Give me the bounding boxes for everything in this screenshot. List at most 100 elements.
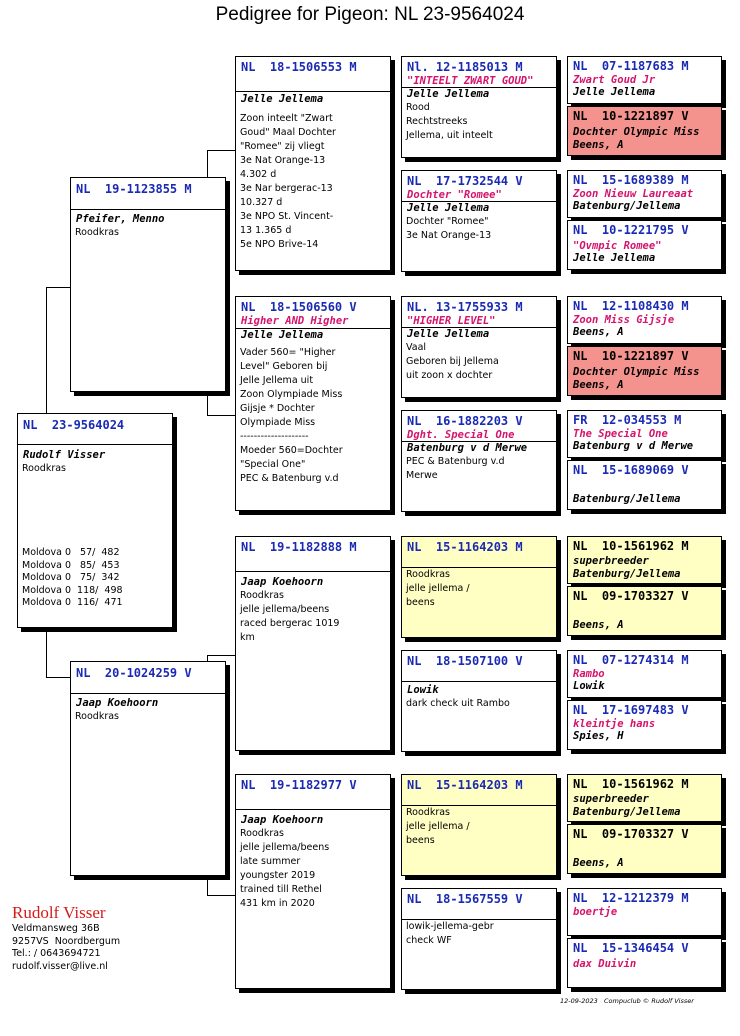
note-line: Moeder 560=Dochter bbox=[240, 445, 343, 456]
ggp-card-fmm[interactable]: NL 16-1882203 V Dght. Special One Batenb… bbox=[401, 410, 557, 512]
owner-name: Jelle Jellema bbox=[407, 202, 490, 214]
note-line: Goud" Maal Dochter bbox=[240, 127, 336, 138]
divider bbox=[71, 209, 225, 210]
note-line: Vaal bbox=[406, 342, 427, 353]
pigeon-name: Dght. Special One bbox=[407, 429, 515, 441]
ring-number: NL 23-9564024 bbox=[23, 418, 125, 432]
gggp-card-1[interactable]: NL 07-1187683 M Zwart Goud Jr Jelle Jell… bbox=[567, 56, 722, 104]
note-line: 13 1.365 d bbox=[240, 225, 292, 236]
subject-card[interactable]: NL 23-9564024 Rudolf Visser Roodkras Mol… bbox=[17, 413, 173, 628]
granddam-maternal-card[interactable]: NL 19-1182977 V Jaap Koehoorn Roodkras j… bbox=[235, 774, 391, 989]
ggp-card-mmf[interactable]: NL 15-1164203 M Roodkras jelle jellema /… bbox=[401, 774, 557, 876]
ring-number: NL 18-1567559 V bbox=[407, 892, 523, 906]
owner-name: Jelle Jellema bbox=[573, 252, 656, 264]
gggp-card-2[interactable]: NL 10-1221897 V Dochter Olympic Miss Bee… bbox=[567, 106, 722, 156]
owner-name: Beens, A bbox=[573, 379, 624, 391]
divider bbox=[402, 201, 556, 202]
owner-name: Jaap Koehoorn bbox=[241, 814, 324, 826]
note-line: trained till Rethel bbox=[240, 884, 322, 895]
ring-number: NL 12-1108430 M bbox=[573, 299, 689, 313]
pigeon-name: Higher AND Higher bbox=[241, 315, 349, 327]
gggp-card-6[interactable]: NL 10-1221897 V Dochter Olympic Miss Bee… bbox=[567, 346, 722, 396]
gggp-card-8[interactable]: NL 15-1689069 V Batenburg/Jellema bbox=[567, 460, 722, 510]
owner-name: Batenburg v d Merwe bbox=[573, 440, 694, 452]
pigeon-name: "INTEELT ZWART GOUD" bbox=[407, 75, 534, 87]
gggp-card-15[interactable]: NL 12-1212379 M boertje bbox=[567, 888, 722, 936]
note-line: PEC & Batenburg v.d bbox=[406, 456, 505, 467]
owner-name: Dochter Olympic Miss bbox=[573, 126, 700, 138]
note-line: lowik-jellema-gebr bbox=[406, 921, 494, 932]
ring-number: NL 15-1689389 M bbox=[573, 173, 689, 187]
gggp-card-7[interactable]: FR 12-034553 M The Special One Batenburg… bbox=[567, 410, 722, 458]
note-line: Gijsje * Dochter bbox=[240, 403, 315, 414]
ring-number: NL 15-1164203 M bbox=[407, 540, 523, 554]
divider bbox=[236, 328, 390, 329]
owner-name: Beens, A bbox=[573, 326, 624, 338]
owner-name: Batenburg/Jellema bbox=[573, 806, 681, 818]
gggp-card-3[interactable]: NL 15-1689389 M Zoon Nieuw Laureaat Bate… bbox=[567, 170, 722, 218]
ggp-card-ffm[interactable]: NL 17-1732544 V Dochter "Romee" Jelle Je… bbox=[401, 170, 557, 272]
pigeon-name: Dochter "Romee" bbox=[407, 189, 502, 201]
note-line: Rechtstreeks bbox=[406, 116, 468, 127]
gggp-card-5[interactable]: NL 12-1108430 M Zoon Miss Gijsje Beens, … bbox=[567, 296, 722, 344]
result-line: Moldova 0 85/ 453 bbox=[22, 559, 120, 571]
ring-number: NL 19-1123855 M bbox=[76, 182, 192, 196]
color-text: Roodkras bbox=[75, 711, 120, 722]
ring-number: NL 10-1561962 M bbox=[573, 539, 689, 553]
footer-credit: 12-09-2023 Compuclub © Rudolf Visser bbox=[560, 997, 694, 1005]
note-line: Roodkras bbox=[406, 569, 451, 580]
pigeon-name: "Ovmpic Romee" bbox=[573, 240, 662, 252]
note-line: 5e NPO Brive-14 bbox=[240, 239, 319, 250]
gggp-card-14[interactable]: NL 09-1703327 V Beens, A bbox=[567, 824, 722, 874]
gggp-card-10[interactable]: NL 09-1703327 V Beens, A bbox=[567, 586, 722, 636]
ggp-card-mfm[interactable]: NL 18-1507100 V Lowik dark check uit Ram… bbox=[401, 650, 557, 752]
ring-number: NL 10-1561962 M bbox=[573, 777, 689, 791]
note-line: -------------------- bbox=[240, 431, 309, 442]
owner-name: Spies, H bbox=[573, 730, 624, 742]
granddam-paternal-card[interactable]: NL 18-1506560 V Higher AND Higher Jelle … bbox=[235, 296, 391, 511]
page-title: Pedigree for Pigeon: NL 23-9564024 bbox=[215, 4, 525, 25]
owner-name: Jelle Jellema bbox=[573, 86, 656, 98]
mother-card[interactable]: NL 20-1024259 V Jaap Koehoorn Roodkras bbox=[70, 661, 226, 876]
grandsire-paternal-card[interactable]: NL 18-1506553 M Jelle Jellema Zoon intee… bbox=[235, 56, 391, 271]
ring-number: NL 18-1506560 V bbox=[241, 300, 357, 314]
divider bbox=[71, 693, 225, 694]
gggp-card-4[interactable]: NL 10-1221795 V "Ovmpic Romee" Jelle Jel… bbox=[567, 220, 722, 270]
note-line: late summer bbox=[240, 856, 301, 867]
owner-name: Batenburg/Jellema bbox=[573, 568, 681, 580]
divider bbox=[402, 327, 556, 328]
note-line: PEC & Batenburg v.d bbox=[240, 473, 339, 484]
ggp-card-mff[interactable]: NL 15-1164203 M Roodkras jelle jellema /… bbox=[401, 536, 557, 638]
gggp-card-11[interactable]: NL 07-1274314 M Rambo Lowik bbox=[567, 650, 722, 698]
gggp-card-9[interactable]: NL 10-1561962 M superbreeder Batenburg/J… bbox=[567, 536, 722, 584]
gggp-card-12[interactable]: NL 17-1697483 V kleintje hans Spies, H bbox=[567, 700, 722, 750]
father-card[interactable]: NL 19-1123855 M Pfeifer, Menno Roodkras bbox=[70, 177, 226, 392]
connector-line bbox=[46, 677, 71, 678]
note-line: jelle jellema / bbox=[406, 583, 470, 594]
gggp-card-16[interactable]: NL 15-1346454 V dax Duivin bbox=[567, 938, 722, 988]
ring-number: NL 17-1697483 V bbox=[573, 703, 689, 717]
pigeon-name: Rambo bbox=[573, 668, 605, 680]
grandsire-maternal-card[interactable]: NL 19-1182888 M Jaap Koehoorn Roodkras j… bbox=[235, 536, 391, 751]
ring-number: NL 09-1703327 V bbox=[573, 827, 689, 841]
divider bbox=[402, 681, 556, 682]
divider bbox=[402, 87, 556, 88]
pigeon-name: Zoon Miss Gijsje bbox=[573, 314, 675, 326]
gggp-card-13[interactable]: NL 10-1561962 M superbreeder Batenburg/J… bbox=[567, 774, 722, 822]
owner-name: Batenburg v d Merwe bbox=[407, 442, 528, 454]
ggp-card-fff[interactable]: Nl. 12-1185013 M "INTEELT ZWART GOUD" Je… bbox=[401, 56, 557, 158]
divider bbox=[402, 919, 556, 920]
ring-number: NL 18-1507100 V bbox=[407, 654, 523, 668]
note-line: uit zoon x dochter bbox=[406, 370, 493, 381]
connector-line bbox=[207, 895, 235, 896]
owner-name: Jelle Jellema bbox=[407, 88, 490, 100]
note-line: Vader 560= "Higher bbox=[240, 347, 336, 358]
owner-name: Jelle Jellema bbox=[241, 329, 324, 341]
connector-line bbox=[207, 150, 235, 151]
divider bbox=[236, 91, 390, 92]
note-line: 10.327 d bbox=[240, 197, 283, 208]
result-line: Moldova 0 116/ 471 bbox=[22, 597, 123, 608]
ggp-card-fmf[interactable]: NL. 13-1755933 M "HIGHER LEVEL" Jelle Je… bbox=[401, 296, 557, 398]
ggp-card-mmm[interactable]: NL 18-1567559 V lowik-jellema-gebr check… bbox=[401, 888, 557, 990]
ring-number: NL 19-1182977 V bbox=[241, 778, 357, 792]
